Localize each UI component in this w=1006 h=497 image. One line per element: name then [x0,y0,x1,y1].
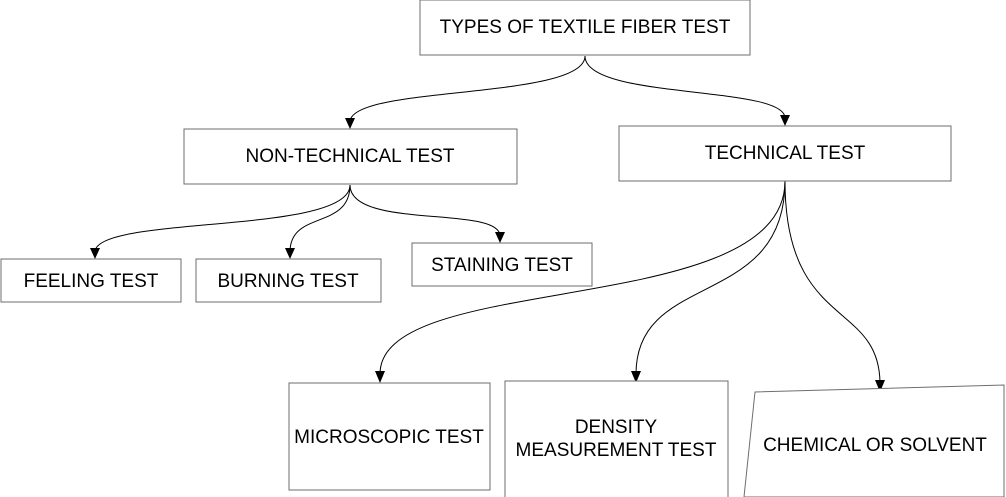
node-density: DENSITY MEASUREMENT TEST [504,380,729,497]
arrowheads [90,115,885,392]
edge-non-technical-feeling [94,184,351,253]
edge-technical-microscopic [379,180,786,375]
node-staining-label: STAINING TEST [431,255,573,276]
node-feeling-label: FEELING TEST [24,271,159,292]
edge-non-technical-staining [349,184,501,237]
node-staining: STAINING TEST [411,242,593,287]
node-microscopic: MICROSCOPIC TEST [288,382,491,491]
edge-technical-chemical [784,180,881,385]
node-technical-label: TECHNICAL TEST [705,143,866,164]
edge-root-technical [584,55,786,119]
edge-root-non-technical [349,55,586,123]
node-technical: TECHNICAL TEST [618,125,952,182]
arrowhead-chemical [875,380,885,392]
node-non-technical: NON-TECHNICAL TEST [183,128,518,185]
arrowhead-feeling [90,248,100,259]
node-burning-label: BURNING TEST [217,271,359,292]
arrowhead-burning [285,248,295,259]
node-burning: BURNING TEST [195,258,382,303]
node-density-label-line2: MEASUREMENT TEST [516,440,717,461]
edges [94,55,881,385]
node-non-technical-label: NON-TECHNICAL TEST [245,146,454,167]
arrowhead-non-technical [345,118,355,129]
node-root: TYPES OF TEXTILE FIBER TEST [419,0,751,56]
node-chemical: CHEMICAL OR SOLVENT [743,384,1005,497]
node-microscopic-label: MICROSCOPIC TEST [294,427,484,448]
node-density-label-line1: DENSITY [575,417,658,438]
edge-technical-density [635,180,786,375]
arrowhead-density [631,371,641,383]
node-feeling: FEELING TEST [0,258,182,303]
node-chemical-label: CHEMICAL OR SOLVENT [763,435,987,456]
arrowhead-technical [780,115,790,126]
arrowhead-staining [495,232,505,243]
node-root-label: TYPES OF TEXTILE FIBER TEST [440,17,731,38]
arrowhead-microscopic [375,371,385,383]
edge-non-technical-burning [289,184,351,253]
